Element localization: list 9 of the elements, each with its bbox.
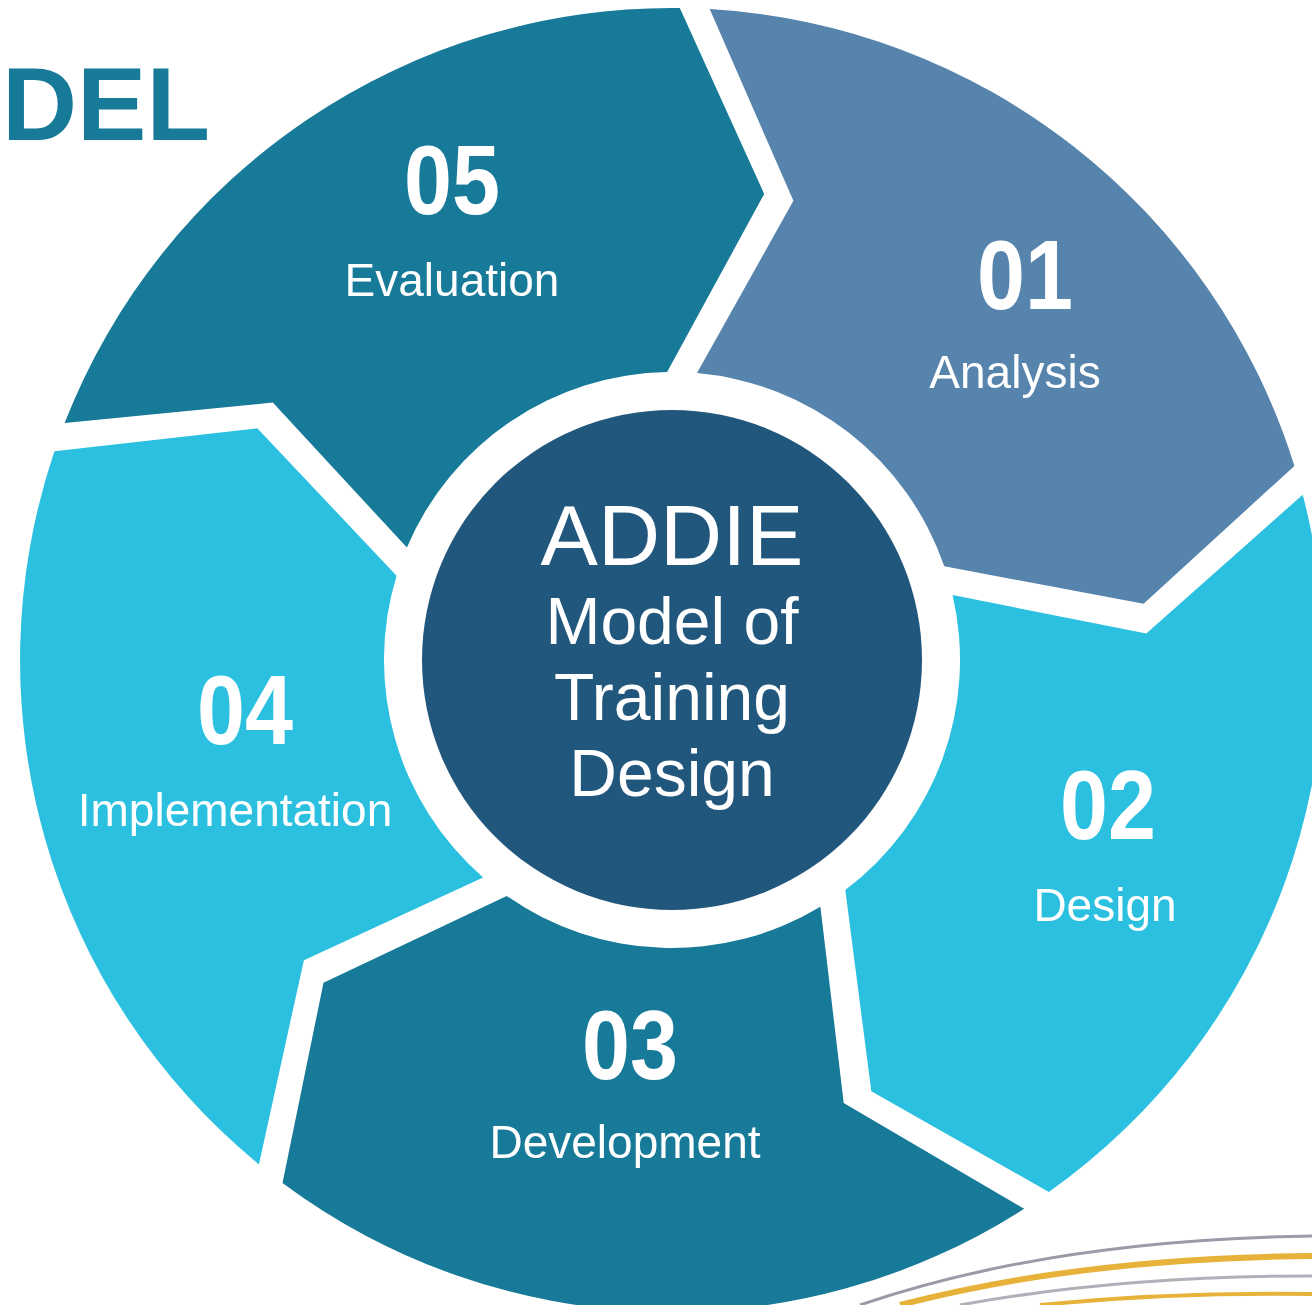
step-number: 05 <box>404 131 500 229</box>
step-number: 01 <box>977 226 1073 324</box>
title: DEL <box>2 52 210 156</box>
center-text: Model of Training Design <box>544 584 800 812</box>
step-number: 03 <box>582 996 678 1094</box>
step-label: Evaluation <box>344 257 560 303</box>
step-number: 02 <box>1060 756 1156 854</box>
step-number: 04 <box>197 661 293 759</box>
center-heading: ADDIE <box>539 490 805 581</box>
